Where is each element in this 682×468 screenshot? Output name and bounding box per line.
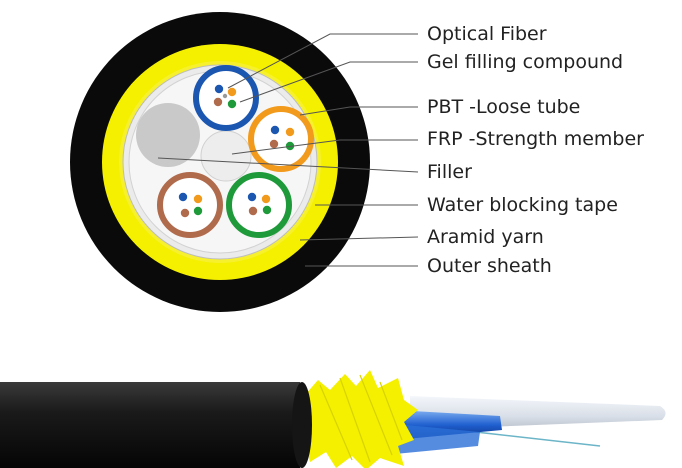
cable-side-view xyxy=(0,370,666,468)
leader-gel-filling xyxy=(239,61,418,103)
leader-pbt-tube xyxy=(299,106,418,116)
leader-aramid xyxy=(299,236,419,241)
blue-tube-side-2 xyxy=(395,424,480,454)
label-gel-filling-compound: Gel filling compound xyxy=(427,51,624,73)
frp-strength-member xyxy=(200,130,252,182)
label-optical-fiber: Optical Fiber xyxy=(427,23,547,45)
aramid-yarn-burst xyxy=(305,370,418,468)
loose-tube-brown xyxy=(157,172,223,238)
label-outer-sheath: Outer sheath xyxy=(427,255,552,277)
label-filler: Filler xyxy=(427,161,472,183)
label-aramid-yarn: Aramid yarn xyxy=(427,226,544,248)
leader-frp xyxy=(231,139,418,155)
leader-optical-fiber xyxy=(227,33,418,89)
leader-filler xyxy=(157,157,419,173)
cable-cross-section xyxy=(70,12,370,312)
loose-tube-blue xyxy=(193,65,259,131)
outer-sheath-side xyxy=(0,382,309,468)
loose-tube-orange xyxy=(248,106,314,172)
leader-lines xyxy=(157,33,419,267)
label-pbt-loose-tube: PBT -Loose tube xyxy=(427,96,581,118)
label-frp-strength-member: FRP -Strength member xyxy=(427,128,644,150)
filler xyxy=(136,103,200,167)
label-water-blocking-tape: Water blocking tape xyxy=(427,194,618,216)
loose-tube-green xyxy=(226,172,292,238)
